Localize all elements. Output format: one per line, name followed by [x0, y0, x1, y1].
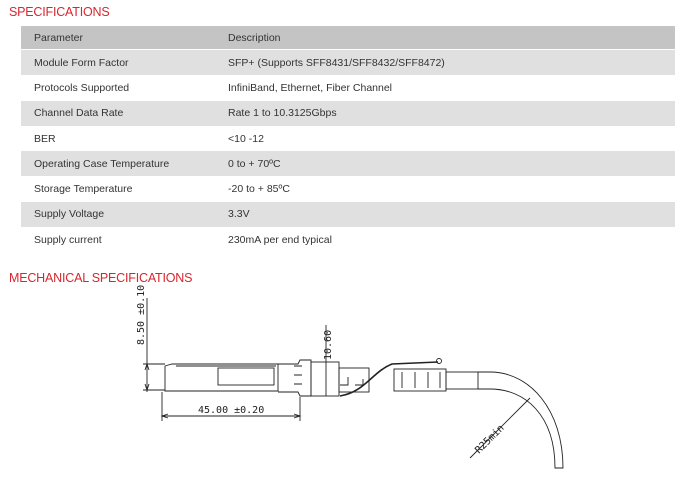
table-header: Parameter Description: [21, 26, 675, 50]
pull-tab-ring: [436, 358, 442, 364]
table-row: BER <10 -12: [21, 126, 675, 151]
table-row: Supply current 230mA per end typical: [21, 227, 675, 252]
description-cell: InfiniBand, Ethernet, Fiber Channel: [228, 81, 393, 94]
table-row: Protocols Supported InfiniBand, Ethernet,…: [21, 75, 675, 100]
parameter-cell: Storage Temperature: [34, 183, 133, 196]
header-parameter: Parameter: [21, 26, 228, 50]
description-cell: SFP+ (Supports SFF8431/SFF8432/SFF8472): [228, 50, 675, 76]
mechanical-title: MECHANICAL SPECIFICATIONS: [9, 271, 193, 285]
pull-tab: [339, 361, 439, 397]
bend-radius-line: [469, 397, 531, 459]
cable: [478, 371, 564, 469]
description-cell: 0 to + 70ºC: [228, 151, 675, 177]
description-cell: <10 -12: [228, 132, 264, 145]
cable-strain-relief: [445, 371, 479, 390]
connector-housing: [310, 361, 340, 397]
parameter-cell: Channel Data Rate: [21, 100, 228, 126]
description-cell: Rate 1 to 10.3125Gbps: [228, 100, 675, 126]
length-dimension-label: 45.00 ±0.20: [198, 405, 264, 416]
connector-detail: [340, 377, 364, 386]
height-dimension-label: 8.50 ±0.10: [136, 285, 147, 345]
bend-radius-label: R25min: [473, 423, 506, 456]
description-cell: -20 to + 85ºC: [228, 183, 290, 196]
boot-ribs: [401, 372, 441, 388]
parameter-cell: Supply Voltage: [21, 201, 228, 228]
parameter-cell: Supply current: [34, 233, 102, 246]
parameter-cell: Module Form Factor: [21, 50, 228, 76]
module-latch: [278, 359, 312, 397]
description-cell: 3.3V: [228, 201, 675, 228]
connector-neck: [338, 367, 370, 393]
parameter-cell: Protocols Supported: [34, 81, 130, 94]
specifications-table: Parameter Description Module Form Factor…: [21, 26, 675, 252]
parameter-cell: Operating Case Temperature: [21, 151, 228, 177]
module-label-area: [217, 367, 275, 386]
module-body: [164, 363, 279, 392]
header-description: Description: [228, 26, 675, 50]
latch-ribs: [294, 365, 302, 385]
specifications-title: SPECIFICATIONS: [9, 5, 110, 19]
height-arrows: [144, 362, 150, 392]
parameter-cell: BER: [34, 132, 56, 145]
description-cell: 230mA per end typical: [228, 233, 332, 246]
length-arrows: [160, 413, 302, 419]
table-row: Storage Temperature -20 to + 85ºC: [21, 176, 675, 201]
connector-height-label: 10.60: [323, 330, 334, 360]
